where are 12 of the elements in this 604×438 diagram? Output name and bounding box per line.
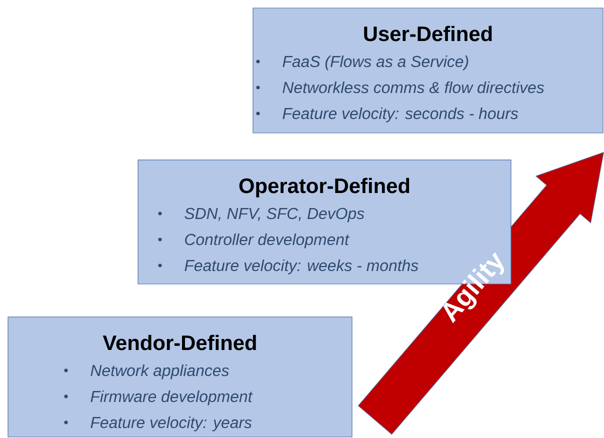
- bullet-text: SDN, NFV, SFC, DevOps: [184, 208, 364, 222]
- bullet-text: FaaS (Flows as a Service): [282, 55, 468, 70]
- bullet-text: Networkless comms & flow directives: [282, 81, 544, 94]
- bullet-text: Firmware development: [90, 390, 253, 406]
- box-heading: Operator-Defined: [239, 178, 410, 198]
- bullet-text: Feature velocity: years: [90, 416, 252, 432]
- box-heading: User-Defined: [364, 26, 492, 42]
- bullet-text: Feature velocity: seconds - hours: [282, 107, 518, 122]
- bullet-text: Network appliances: [90, 364, 229, 380]
- bullet-text: Controller development: [185, 233, 350, 248]
- bullet-text: Feature velocity: weeks - months: [184, 259, 418, 274]
- box-heading: Vendor-Defined: [102, 334, 256, 350]
